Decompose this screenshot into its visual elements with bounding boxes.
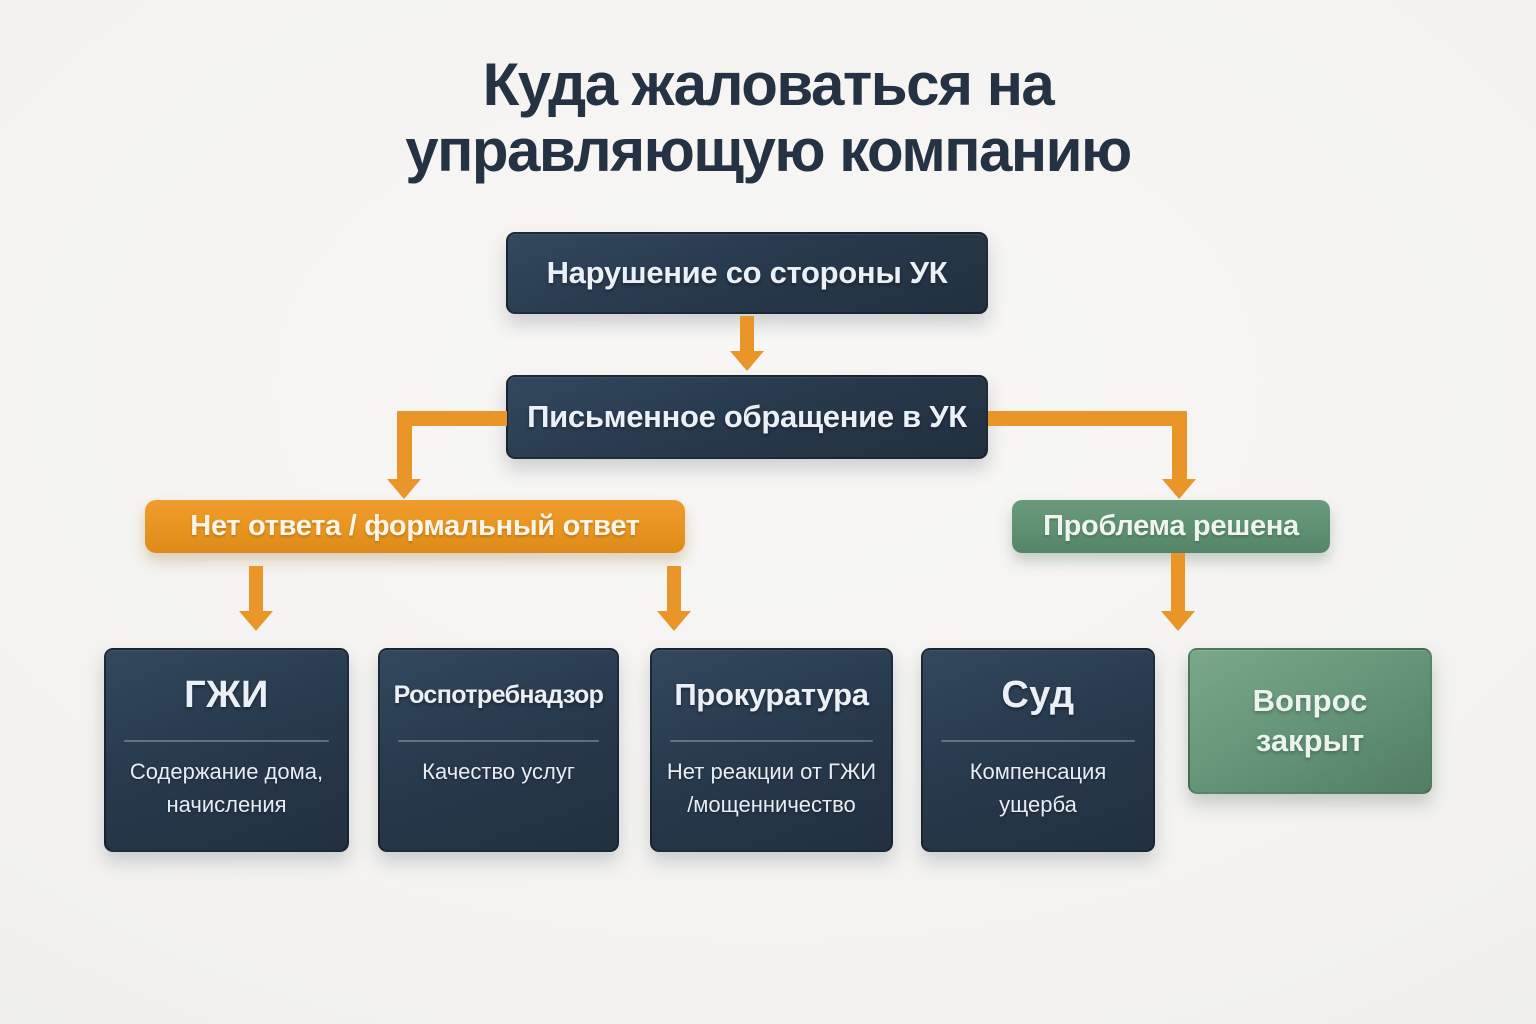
page-title: Куда жаловаться на управляющую компанию [0,52,1536,184]
arrow-gzhi-shaft [249,566,263,612]
node-gzhi-title: ГЖИ [184,673,269,716]
connector-right-arrow-down-icon [1162,479,1196,499]
arrow-closed-shaft [1171,553,1185,612]
connector-right-vertical [1172,411,1187,481]
node-gzhi-line-1: Содержание дома, [129,759,324,784]
page-title-line-1: Куда жаловаться на [482,51,1055,118]
node-gzhi: ГЖИ Содержание дома, начисления [104,648,349,852]
node-problem-solved: Проблема решена [1012,500,1330,553]
node-no-answer: Нет ответа / формальный ответ [145,500,685,553]
arrow-prosecutor-shaft [667,566,681,612]
connector-right-horizontal [988,411,1187,426]
node-prosecutor-title: Прокуратура [674,677,869,712]
arrow-prosecutor-down-icon [657,611,691,631]
node-rospotrebnadzor-title: Роспотребнадзор [393,680,604,709]
node-rospotrebnadzor-line-1: Качество услуг [422,759,575,784]
node-question-closed-line-1: Вопрос [1252,683,1368,718]
node-prosecutor-line-1: Нет реакции от ГЖИ [666,759,877,784]
arrow-root-shaft [740,316,754,352]
node-court-line-1: Компенсация [969,759,1107,784]
node-court: Суд Компенсация ущерба [921,648,1155,852]
node-court-title: Суд [1001,673,1075,716]
node-question-closed: Вопрос закрыт [1188,648,1432,794]
node-violation: Нарушение со стороны УК [506,232,988,314]
arrow-root-down-icon [730,351,764,371]
connector-left-vertical [397,411,412,481]
node-no-answer-label: Нет ответа / формальный ответ [190,510,640,542]
node-gzhi-line-2: начисления [166,792,287,817]
node-court-divider [941,740,1135,742]
node-prosecutor-line-2: /мощенничество [687,792,856,817]
node-question-closed-line-2: закрыт [1255,723,1365,758]
page-title-line-2: управляющую компанию [405,117,1132,184]
node-problem-solved-label: Проблема решена [1043,510,1299,542]
node-violation-label: Нарушение со стороны УК [546,255,948,290]
node-prosecutor: Прокуратура Нет реакции от ГЖИ /мощеннич… [650,648,893,852]
node-court-line-2: ущерба [999,792,1077,817]
node-rospotrebnadzor: Роспотребнадзор Качество услуг [378,648,619,852]
node-prosecutor-divider [670,740,873,742]
arrow-closed-down-icon [1161,611,1195,631]
connector-left-horizontal [397,411,507,426]
arrow-gzhi-down-icon [239,611,273,631]
node-rospotrebnadzor-divider [398,740,599,742]
node-written-request-label: Письменное обращение в УК [527,399,967,434]
node-gzhi-divider [124,740,329,742]
connector-left-arrow-down-icon [387,479,421,499]
node-written-request: Письменное обращение в УК [506,375,988,459]
